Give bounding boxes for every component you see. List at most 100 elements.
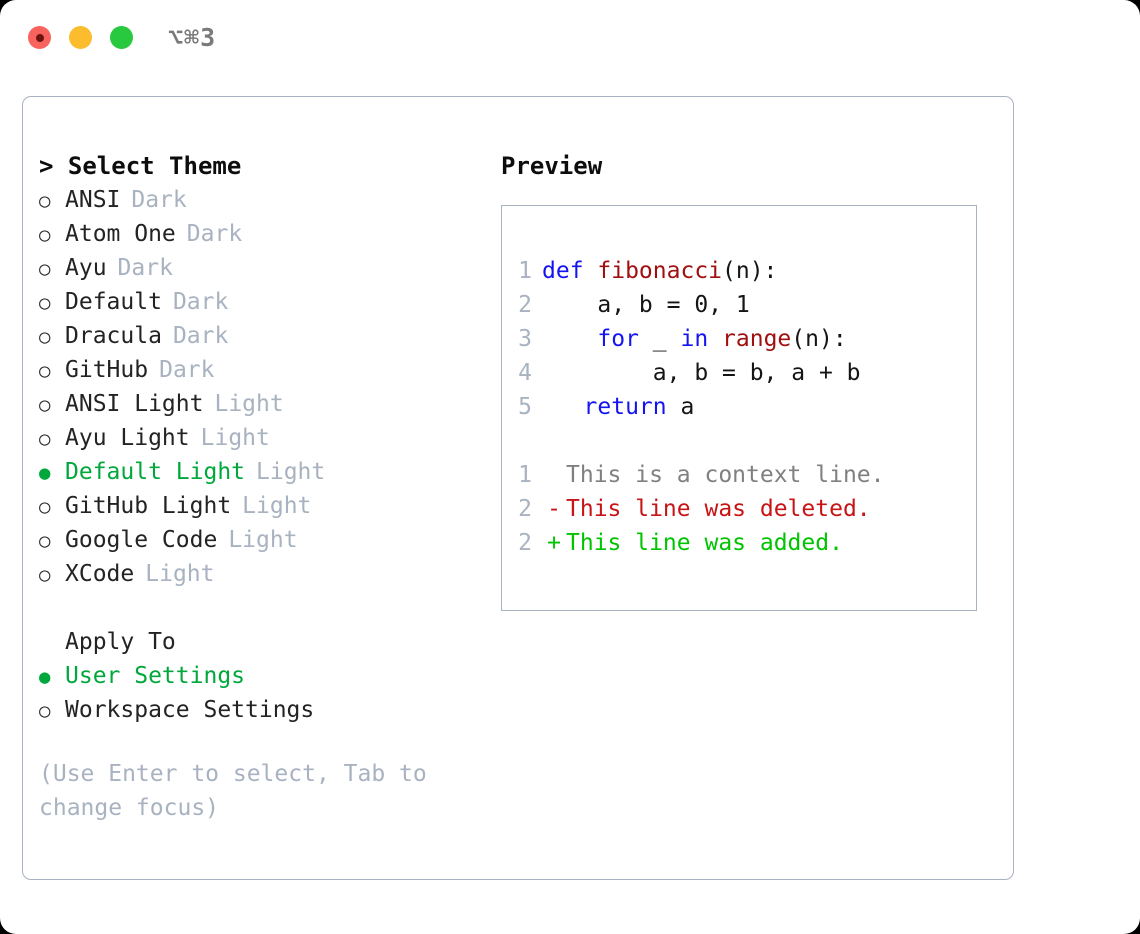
code-token: range: [722, 326, 792, 352]
radio-unselected-icon: ○: [39, 224, 51, 246]
diff-text: This is a context line.: [566, 462, 885, 488]
code-token: def: [542, 258, 598, 284]
theme-list-item[interactable]: ○ Dracula Dark: [39, 319, 479, 353]
theme-name-label: GitHub Light: [65, 493, 232, 519]
theme-category-badge: Dark: [131, 187, 187, 213]
code-token: (n):: [722, 258, 778, 284]
section-spacer: [39, 591, 479, 625]
code-line: 5 return a: [502, 390, 976, 424]
line-number: 4: [518, 360, 532, 386]
theme-list-item[interactable]: ○ Default Dark: [39, 285, 479, 319]
diff-sample: 1 This is a context line.2-This line was…: [502, 458, 976, 560]
select-theme-header: > Select Theme: [39, 152, 242, 180]
code-text: a, b = b, a + b: [542, 356, 861, 390]
diff-text: This line was added.: [566, 530, 843, 556]
apply-to-item[interactable]: ● User Settings: [39, 659, 479, 693]
close-icon[interactable]: [28, 26, 51, 49]
diff-line: 2 +This line was added.: [502, 526, 976, 560]
diff-text: This line was deleted.: [566, 496, 871, 522]
radio-unselected-icon: ○: [39, 496, 51, 518]
theme-category-badge: Light: [228, 527, 298, 553]
theme-name-label: ANSI Light: [65, 391, 204, 417]
apply-to-label: User Settings: [65, 663, 246, 689]
theme-list-item[interactable]: ○ XCode Light: [39, 557, 479, 591]
line-number: 5: [518, 394, 532, 420]
keyboard-hint-text: (Use Enter to select, Tab to change focu…: [39, 761, 441, 821]
radio-unselected-icon: ○: [39, 700, 51, 722]
radio-unselected-icon: ○: [39, 360, 51, 382]
window-controls: [28, 26, 133, 49]
line-number: 1: [518, 462, 532, 488]
code-token: (n):: [791, 326, 847, 352]
code-token: a: [666, 394, 695, 420]
theme-list-item[interactable]: ○ GitHub Light Light: [39, 489, 479, 523]
theme-name-label: GitHub: [65, 357, 149, 383]
theme-name-label: Dracula: [65, 323, 162, 349]
code-line: 2 a, b = 0, 1: [502, 288, 976, 322]
theme-category-badge: Light: [242, 493, 312, 519]
code-text: def fibonacci(n):: [542, 254, 777, 288]
diff-line: 2-This line was deleted.: [502, 492, 976, 526]
code-token: for: [597, 326, 639, 352]
line-number: 3: [518, 326, 532, 352]
code-diff-spacer: [502, 424, 976, 458]
radio-unselected-icon: ○: [39, 394, 51, 416]
theme-category-badge: Light: [200, 425, 270, 451]
diff-line: 1 This is a context line.: [502, 458, 976, 492]
theme-category-badge: Dark: [172, 323, 229, 349]
radio-selected-icon: ●: [39, 462, 51, 484]
code-text: return a: [542, 390, 695, 424]
radio-unselected-icon: ○: [39, 258, 51, 280]
code-token: [708, 326, 722, 352]
code-line: 3 for _ in range(n):: [502, 322, 976, 356]
theme-category-badge: Dark: [159, 357, 215, 383]
code-token: fibonacci: [597, 258, 723, 284]
apply-to-header: Apply To: [65, 629, 176, 655]
diff-sign: +: [547, 530, 561, 556]
minimize-icon[interactable]: [69, 26, 92, 49]
radio-unselected-icon: ○: [39, 530, 51, 552]
line-number: 2: [518, 496, 532, 522]
theme-category-badge: Light: [256, 459, 326, 485]
theme-list-item[interactable]: ○ Google Code Light: [39, 523, 479, 557]
apply-to-item[interactable]: ○ Workspace Settings: [39, 693, 479, 727]
keyboard-shortcut-label: ⌥⌘3: [168, 23, 217, 52]
apply-to-list: ● User Settings ○ Workspace Settings: [39, 659, 479, 727]
code-text: for _ in range(n):: [542, 322, 847, 356]
line-number: 2: [518, 292, 532, 318]
theme-list-item[interactable]: ● Default Light Light: [39, 455, 479, 489]
radio-selected-icon: ●: [39, 666, 51, 688]
theme-list-item[interactable]: ○ Ayu Dark: [39, 251, 479, 285]
radio-unselected-icon: ○: [39, 428, 51, 450]
theme-category-badge: Dark: [172, 289, 229, 315]
theme-name-label: XCode: [65, 561, 135, 587]
maximize-icon[interactable]: [110, 26, 133, 49]
diff-sign: [542, 458, 566, 492]
theme-name-label: Google Code: [65, 527, 218, 553]
code-token: in: [680, 326, 709, 352]
theme-name-label: Ayu: [65, 255, 107, 281]
radio-unselected-icon: ○: [39, 326, 51, 348]
apply-to-label: Workspace Settings: [65, 697, 315, 723]
theme-category-badge: Light: [145, 561, 215, 587]
radio-unselected-icon: ○: [39, 564, 51, 586]
theme-list-item[interactable]: ○ GitHub Dark: [39, 353, 479, 387]
code-token: a, b = b, a + b: [542, 360, 861, 386]
diff-sign: -: [547, 496, 561, 522]
code-token: [542, 326, 597, 352]
theme-name-label: Default Light: [65, 459, 246, 485]
theme-category-badge: Dark: [117, 255, 173, 281]
line-number: 2: [518, 530, 532, 556]
theme-name-label: Default: [65, 289, 162, 315]
radio-unselected-icon: ○: [39, 292, 51, 314]
